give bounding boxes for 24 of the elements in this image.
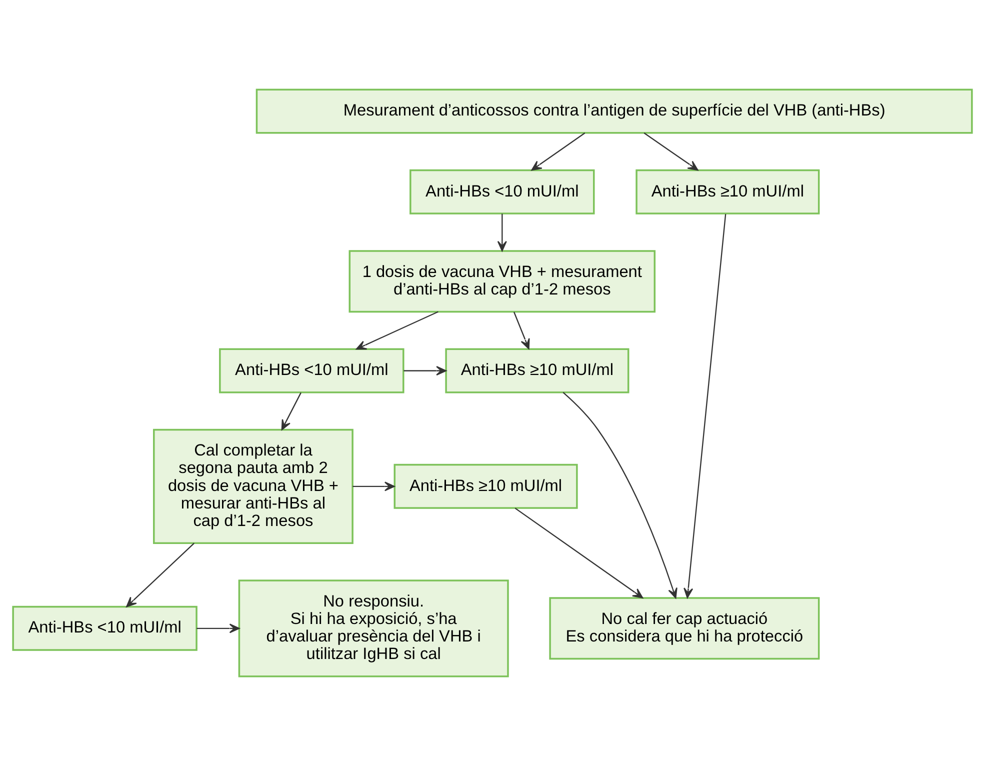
node-box: No responsiu. Si hi ha exposició, s’ha d’avaluar presència del VHB i utilitzar IgHB si cal (238, 579, 509, 677)
arrow (644, 132, 698, 170)
node-box: Anti-HBs ≥10 mUI/ml (445, 348, 630, 393)
arrow (196, 623, 240, 633)
arrow (352, 481, 395, 491)
node-box: Anti-HBs ≥10 mUI/ml (636, 168, 820, 214)
arrow (514, 507, 644, 598)
node-box: Mesurament d’anticossos contra l’antigen de superfície del VHB (anti-HBs) (256, 88, 973, 134)
arrow (684, 213, 726, 598)
arrow (497, 213, 507, 251)
arrow (513, 311, 530, 349)
node-box: Anti-HBs <10 mUI/ml (410, 168, 595, 214)
arrow (281, 392, 302, 430)
arrow (562, 392, 678, 598)
arrow (126, 542, 195, 607)
node-box: Anti-HBs <10 mUI/ml (219, 348, 404, 393)
arrow (404, 365, 447, 376)
node-box: No cal fer cap actuació Es considera que hi ha protecció (549, 596, 820, 660)
arrow (356, 310, 438, 350)
node-box: Anti-HBs ≥10 mUI/ml (394, 463, 578, 508)
node-box: 1 dosis de vacuna VHB + mesurament d’anti-HBs al cap d’1-2 mesos (348, 250, 656, 312)
node-box: Cal completar la segona pauta amb 2 dosis de vacuna VHB + mesurar anti-HBs al cap d’1-2 mesos (153, 428, 354, 544)
node-box: Anti-HBs <10 mUI/ml (12, 605, 198, 650)
arrow (531, 132, 586, 170)
